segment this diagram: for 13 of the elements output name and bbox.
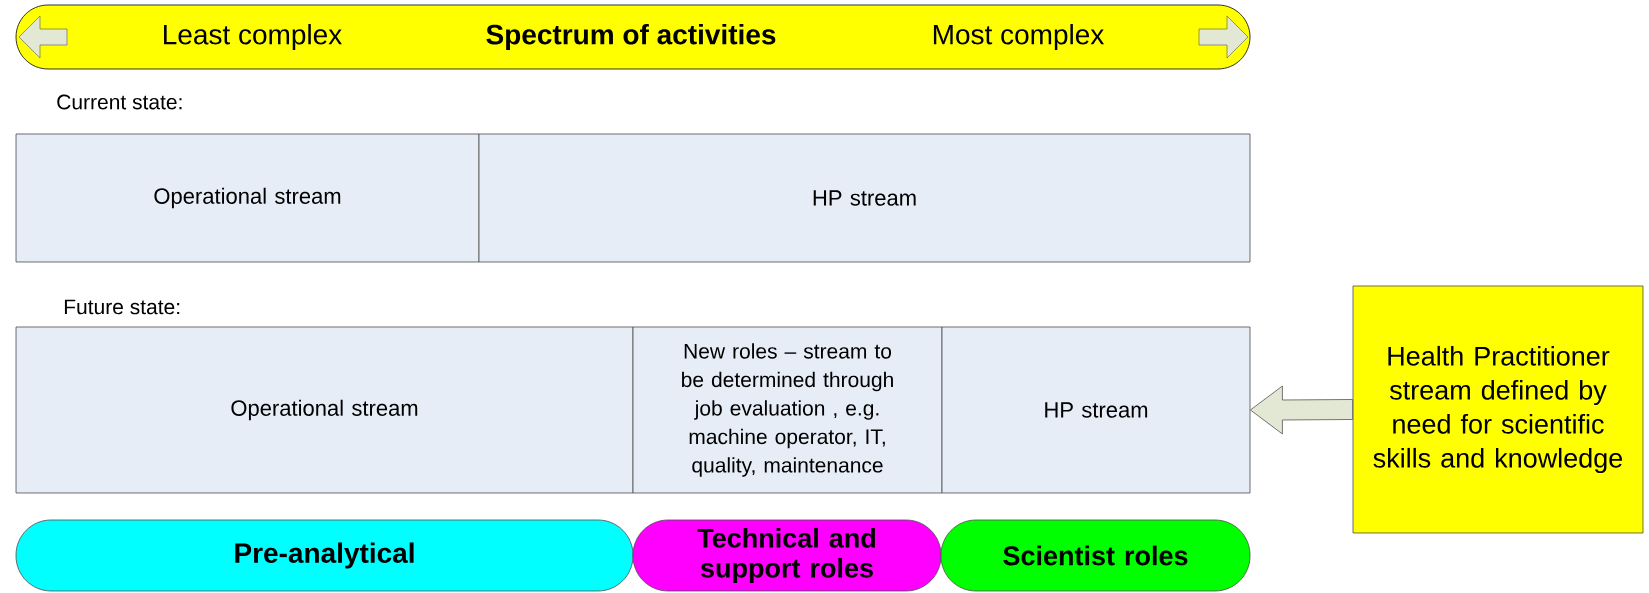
role-pill: Pre-analytical xyxy=(15,519,634,592)
role-pill: Scientist roles xyxy=(940,519,1251,592)
state-label: Future state: xyxy=(64,299,180,315)
spectrum-banner: Least complex Spectrum of activities Most complex xyxy=(15,4,1251,70)
block-arrow xyxy=(1250,385,1353,435)
note-box: Health Practitioner stream defined by need for scientific skills and knowledge xyxy=(1352,285,1644,534)
role-pill: Technical and support roles xyxy=(632,519,942,592)
state-label: Current state: xyxy=(57,94,182,110)
stream-box: Operational stream xyxy=(15,326,634,494)
stream-box: New roles – stream to be determined through job evaluation , e.g. machine operator, IT, quality, maintenance xyxy=(632,326,943,494)
stream-box: Operational stream xyxy=(15,133,480,263)
stream-box: HP stream xyxy=(941,326,1251,494)
stream-box: HP stream xyxy=(478,133,1251,263)
